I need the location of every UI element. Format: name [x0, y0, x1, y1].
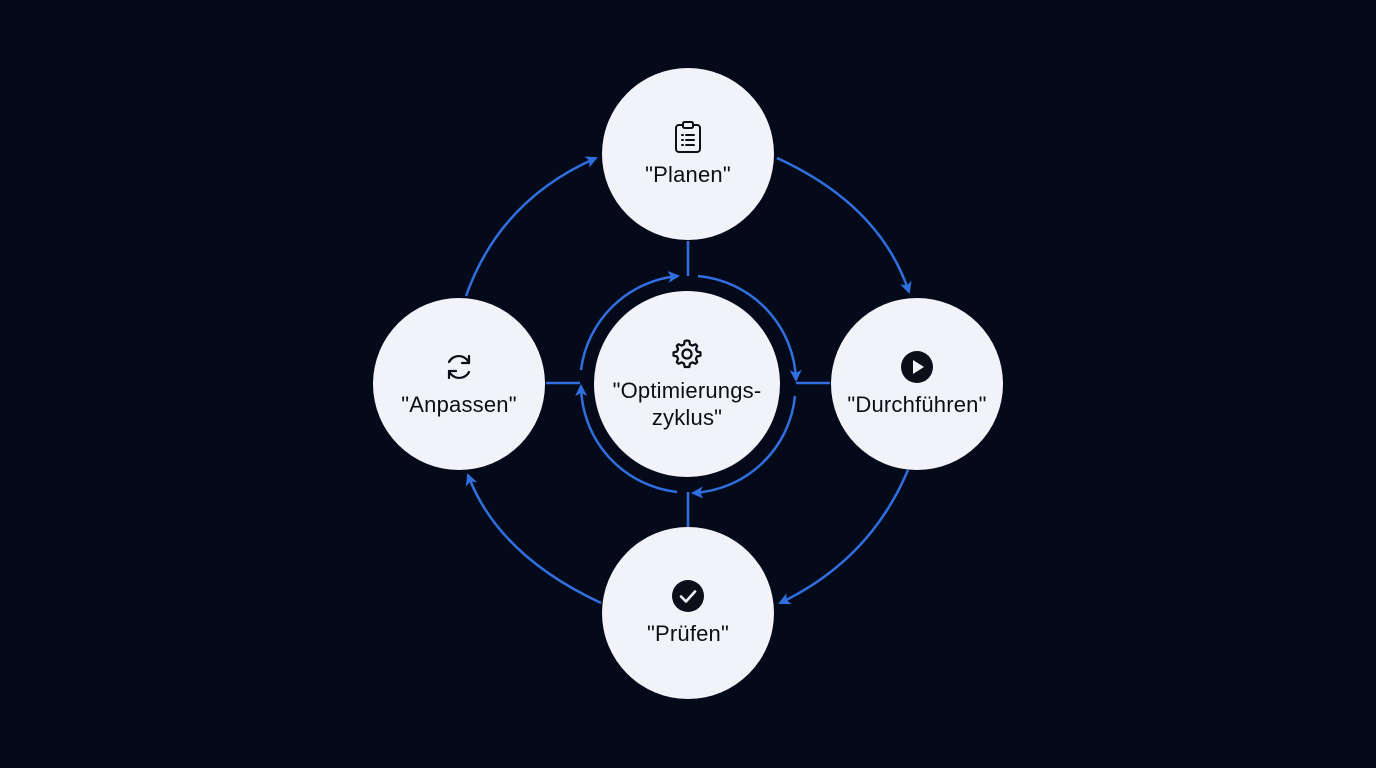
node-pruefen: "Prüfen": [602, 527, 774, 699]
gear-icon: [670, 337, 704, 371]
center-label-line2: zyklus": [651, 405, 723, 430]
inner-arc-top-right: [697, 274, 802, 382]
inner-arc-bottom-right: [691, 395, 797, 499]
refresh-icon: [442, 350, 476, 384]
play-icon: [900, 350, 934, 384]
node-planen-label: "Planen": [645, 162, 731, 187]
node-durchfuehren-label: "Durchführen": [847, 392, 987, 417]
arrow-durchfuehren-to-pruefen: [778, 469, 910, 605]
clipboard-icon: [671, 120, 705, 154]
node-pruefen-label: "Prüfen": [646, 621, 730, 646]
arrow-anpassen-to-planen: [464, 156, 598, 297]
node-durchfuehren: "Durchführen": [831, 298, 1003, 470]
inner-arc-top-left: [579, 270, 680, 371]
arrow-planen-to-durchfuehren: [776, 156, 912, 294]
inner-arc-bottom-left: [575, 384, 678, 494]
arrow-pruefen-to-anpassen: [465, 473, 602, 605]
check-circle-icon: [671, 579, 705, 613]
node-optimierungszyklus: "Optimierungs- zyklus": [594, 291, 780, 477]
node-planen: "Planen": [602, 68, 774, 240]
node-anpassen: "Anpassen": [373, 298, 545, 470]
node-anpassen-label: "Anpassen": [401, 392, 517, 417]
center-label-line1: "Optimierungs-: [612, 378, 762, 403]
